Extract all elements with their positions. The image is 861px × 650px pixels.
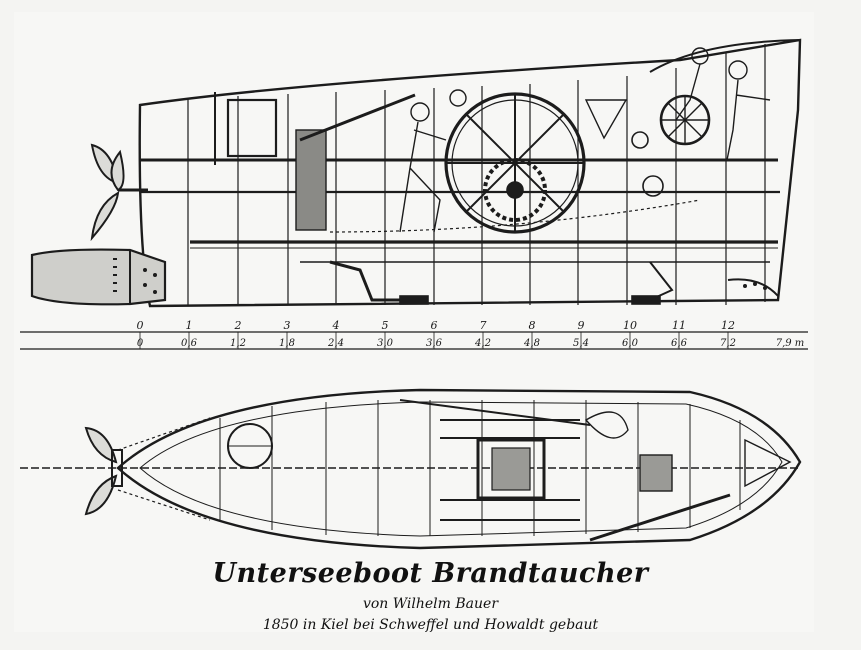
scale-label-upper: 3: [284, 319, 291, 332]
scale-label-upper: 4: [332, 319, 340, 332]
rudder: [30, 248, 167, 306]
scale-label-lower: 7,9 m: [776, 338, 805, 349]
scale-label-lower: 5,4: [573, 338, 589, 349]
scale-label-upper: 1: [186, 319, 193, 332]
scale-label-lower: 7,2: [720, 338, 736, 349]
scale-label-upper: 11: [672, 319, 686, 332]
scale-label-upper: 2: [234, 319, 242, 332]
scale-label-lower: 4,8: [523, 338, 540, 349]
stern-propeller-plan: [84, 426, 123, 516]
scale-label-lower: 1,2: [230, 338, 246, 349]
drawing-build-note: 1850 in Kiel bei Schweffel und Howaldt g…: [262, 617, 599, 633]
scale-label-upper: 5: [382, 319, 389, 332]
hull-outline: [138, 38, 802, 308]
scale-label-lower: 2,4: [327, 338, 344, 349]
scale-label-lower: 6,6: [671, 338, 688, 349]
scale-label-upper: 12: [721, 319, 735, 332]
gear-wheel: [483, 158, 547, 222]
plan-hull-outline: [116, 388, 802, 550]
scale-label-upper: 0: [137, 319, 144, 332]
ballast-tank: [226, 98, 278, 158]
scale-label-lower: 4,2: [474, 338, 491, 349]
scale-label-lower: 0: [137, 338, 144, 349]
scale-label-lower: 0,6: [181, 338, 198, 349]
drawing-author: von Wilhelm Bauer: [362, 596, 499, 612]
scale-label-upper: 10: [623, 319, 637, 332]
drawing-title: Unterseeboot Brandtaucher: [212, 558, 649, 589]
scale-label-upper: 7: [480, 319, 487, 332]
scale-label-upper: 6: [431, 319, 438, 332]
scale-label-lower: 1,8: [279, 338, 295, 349]
scale-label-lower: 3,6: [426, 338, 443, 349]
scale-label-lower: 6,0: [622, 338, 639, 349]
scale-label-upper: 9: [578, 319, 585, 332]
scale-label-upper: 8: [529, 319, 536, 332]
plan-treadwheel: [476, 438, 546, 500]
scale-label-lower: 3,0: [377, 338, 394, 349]
stern-propeller-side: [90, 143, 148, 242]
